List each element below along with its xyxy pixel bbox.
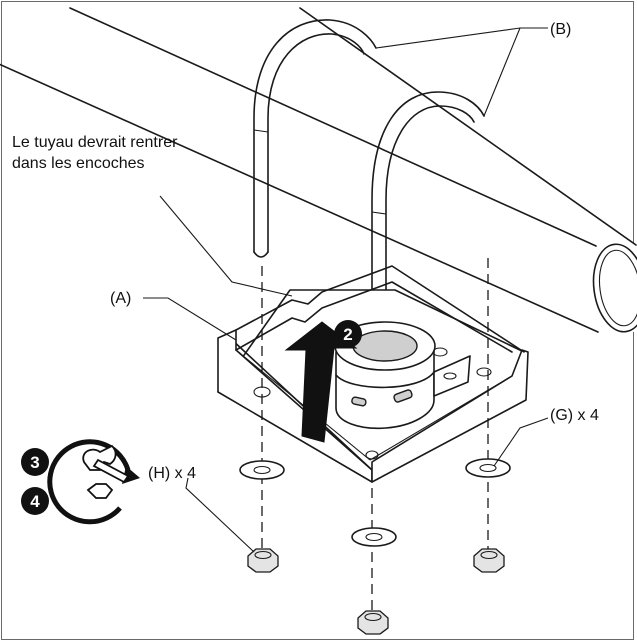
label-pipe-note-line1: Le tuyau devrait rentrer [12, 134, 178, 151]
pipe [0, 7, 637, 333]
leader-lines [143, 27, 549, 553]
u-bolt-left [253, 19, 377, 258]
u-bolt-right [364, 54, 485, 319]
step-number-2: 2 [343, 325, 352, 344]
up-arrow-icon [284, 321, 358, 443]
step-number-4: 4 [30, 492, 40, 511]
step-badge-4: 4 [21, 487, 49, 515]
hex-nut-icon [473, 548, 505, 573]
bracket [217, 265, 529, 483]
step-badge-3: 3 [21, 448, 49, 476]
alignment-lines [261, 258, 489, 612]
label-part-g: (G) x 4 [550, 407, 599, 424]
label-pipe-note-line2: dans les encoches [12, 155, 145, 172]
washer-icon [465, 458, 511, 478]
washers [239, 458, 511, 547]
step-badge-2: 2 [334, 320, 362, 348]
washer-icon [351, 527, 397, 547]
nuts [247, 548, 505, 635]
label-part-a: (A) [110, 290, 131, 307]
wrench-rotate-icon [47, 439, 140, 525]
label-part-b: (B) [550, 21, 571, 38]
washer-icon [239, 460, 285, 480]
hex-nut-icon [357, 610, 389, 635]
step-number-3: 3 [30, 453, 39, 472]
hex-nut-icon [247, 548, 279, 573]
label-part-h: (H) x 4 [148, 465, 196, 482]
